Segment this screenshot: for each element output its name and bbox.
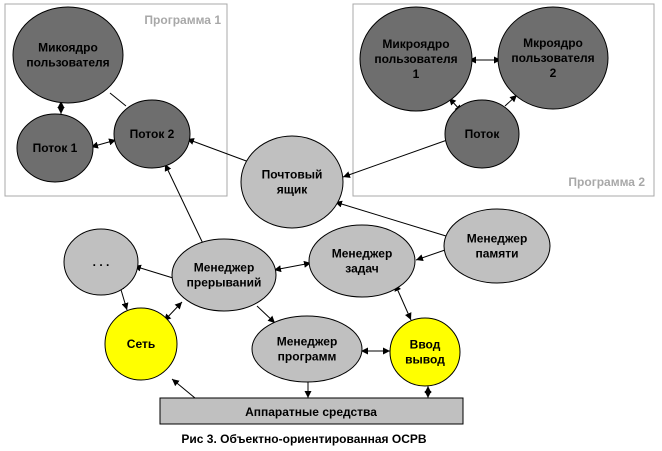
node-mailbox-label-0: Почтовый	[262, 168, 323, 182]
node-io-label-0: Ввод	[410, 338, 441, 352]
node-network-label-0: Сеть	[127, 337, 155, 351]
edge-network-interrupt	[163, 301, 183, 322]
node-mailbox-label-1: ящик	[277, 183, 309, 197]
edge-microkernel-thread2	[109, 92, 127, 107]
node-microkernel-user2-label-2: 2	[550, 66, 557, 80]
edge-ellipsis-interrupt	[133, 264, 174, 279]
node-program-manager-label-1: программ	[278, 350, 337, 364]
edge-thread1-thread2	[90, 138, 117, 149]
node-interrupt-manager-shape	[171, 238, 277, 312]
node-program-manager-label-0: Менеджер	[277, 335, 338, 349]
edge-network-hardware	[171, 378, 196, 399]
node-thread: Поток	[444, 99, 520, 169]
connectors	[57, 56, 518, 399]
node-microkernel-user-label-1: пользователя	[26, 56, 109, 70]
node-thread2: Поток 2	[113, 99, 191, 169]
program2-label: Программа 2	[568, 175, 645, 189]
node-thread1: Поток 1	[16, 113, 94, 183]
node-io-shape	[389, 317, 461, 387]
node-memory-manager-label-0: Менеджер	[467, 232, 528, 246]
node-task-manager-label-1: задач	[345, 262, 378, 276]
edge-interrupt-task	[273, 260, 312, 273]
node-microkernel-user1-label-0: Микроядро	[382, 37, 449, 51]
edge-thread-mailbox	[342, 138, 451, 178]
node-microkernel-user-label-0: Микоядро	[38, 41, 98, 55]
node-network-shape	[104, 307, 178, 381]
node-ellipsis: . . .	[63, 228, 139, 296]
edge-interrupt-programmgr	[256, 305, 276, 324]
node-microkernel-user2-label-1: пользователя	[511, 51, 594, 65]
node-interrupt-manager-label-0: Менеджер	[194, 261, 255, 275]
node-ellipsis-shape	[63, 228, 139, 296]
node-microkernel-user1-label-1: пользователя	[374, 52, 457, 66]
hardware-label: Аппаратные средства	[245, 405, 377, 419]
node-microkernel-user2-shape	[497, 6, 609, 110]
node-mailbox-shape	[240, 135, 344, 229]
node-io-label-1: вывод	[405, 353, 445, 367]
node-network: Сеть	[104, 307, 178, 381]
node-microkernel-user1-shape	[359, 6, 473, 112]
edge-task-io	[394, 283, 412, 321]
node-memory-manager-label-1: памяти	[475, 247, 518, 261]
node-microkernel-user2-label-0: Мкроядро	[523, 36, 583, 50]
edge-microkernel2-thread	[504, 94, 518, 107]
node-microkernel-user1-label-2: 1	[413, 67, 420, 81]
program1-label: Программа 1	[144, 13, 221, 27]
node-task-manager-shape	[308, 224, 416, 298]
node-thread-shape	[444, 99, 520, 169]
edge-memory-task	[415, 249, 446, 262]
node-thread2-shape	[113, 99, 191, 169]
hardware-bar: Аппаратные средства	[159, 397, 464, 425]
node-interrupt-manager-label-1: прерываний	[187, 276, 262, 290]
node-thread1-shape	[16, 113, 94, 183]
edge-thread2-mailbox	[186, 138, 250, 163]
program2-group: Программа 2	[352, 3, 655, 197]
node-ellipsis-label-0: . . .	[93, 255, 110, 269]
program2-frame	[352, 3, 655, 197]
node-thread2-label-0: Поток 2	[130, 127, 175, 141]
program1-group: Программа 1	[4, 3, 228, 197]
program1-frame	[4, 3, 228, 197]
node-thread1-label-0: Поток 1	[33, 141, 78, 155]
node-task-manager-label-0: Менеджер	[332, 247, 393, 261]
edge-thread2-interrupt	[164, 163, 208, 253]
node-program-manager-shape	[251, 315, 363, 383]
node-microkernel-user-shape	[12, 6, 124, 104]
figure-caption: Рис 3. Объектно-ориентированная ОСРВ	[181, 432, 426, 446]
node-thread-label-0: Поток	[465, 127, 501, 141]
hardware-bar-rect	[159, 397, 464, 425]
node-memory-manager-shape	[443, 208, 551, 284]
edge-memory-mailbox	[334, 200, 447, 237]
